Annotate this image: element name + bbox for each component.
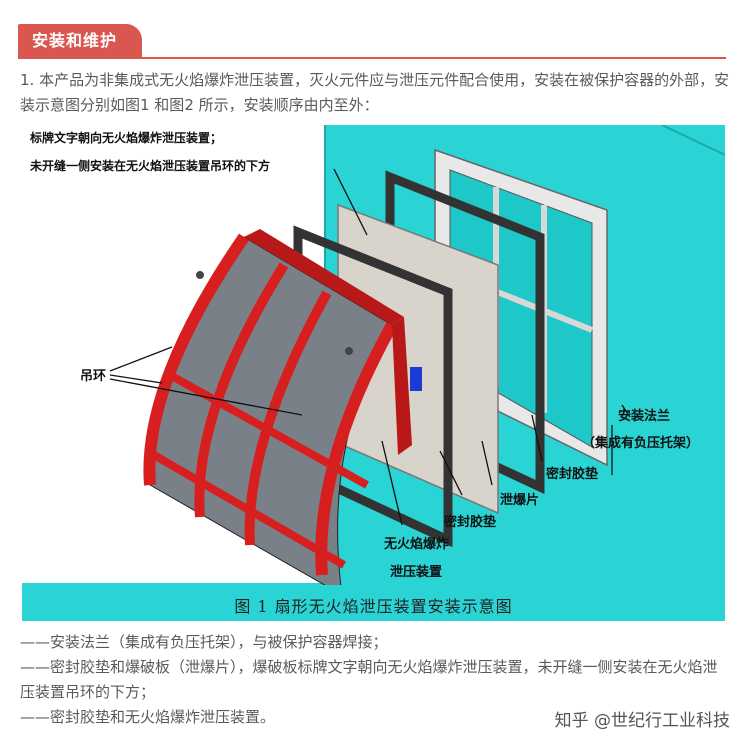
label-lifting-ring: 吊环	[80, 369, 107, 384]
section-title-tab: 安装和维护	[18, 24, 142, 58]
step-3: ——密封胶垫和无火焰爆炸泄压装置。	[20, 708, 276, 726]
section-divider	[18, 57, 726, 59]
intro-paragraph: 1. 本产品为非集成式无火焰爆炸泄压装置，灭火元件应与泄压元件配合使用，安装在被…	[20, 71, 730, 114]
figure-note-line1: 标牌文字朝向无火焰爆炸泄压装置；	[30, 131, 223, 145]
installation-steps: ——安装法兰（集成有负压托架），与被保护容器焊接； ——密封胶垫和爆破板（泄爆片…	[20, 630, 732, 730]
caption-band	[22, 585, 725, 621]
leader-lines	[109, 168, 631, 526]
flameless-venting-device	[143, 229, 412, 585]
watermark: 知乎 @世纪行工业科技	[554, 711, 730, 731]
step-2: ——密封胶垫和爆破板（泄爆片），爆破板标牌文字朝向无火焰爆炸泄压装置，未开缝一侧…	[20, 658, 718, 701]
figure-caption: 图 1 扇形无火焰泄压装置安装示意图	[234, 597, 513, 616]
label-burst-sheet: 泄爆片	[500, 493, 540, 508]
figure-note-line2: 未开缝一侧安装在无火焰泄压装置吊环的下方	[30, 159, 271, 173]
label-device-line1: 无火焰爆炸	[384, 537, 450, 552]
label-flange-line1: 安装法兰	[618, 409, 671, 424]
label-sealing-gasket-outer: 密封胶垫	[546, 467, 599, 482]
nameplate-tag	[410, 367, 422, 391]
label-sealing-gasket-inner: 密封胶垫	[444, 515, 497, 530]
label-flange-line2: （集成有负压托架）	[582, 436, 700, 451]
step-1: ——安装法兰（集成有负压托架），与被保护容器焊接；	[20, 633, 388, 651]
label-device-line2: 泄压装置	[390, 565, 443, 580]
installation-figure: 标牌文字朝向无火焰爆炸泄压装置； 未开缝一侧安装在无火焰泄压装置吊环的下方 吊环…	[22, 125, 725, 621]
installation-illustration	[109, 125, 725, 585]
